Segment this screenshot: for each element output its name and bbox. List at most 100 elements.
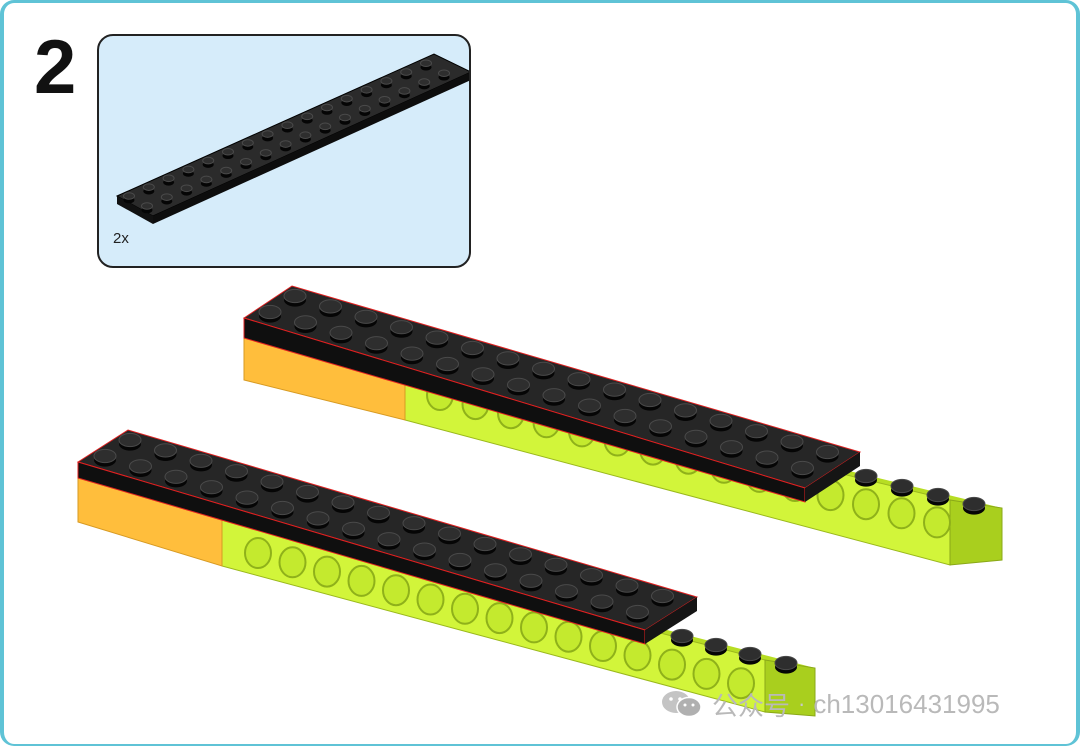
stud xyxy=(321,103,333,115)
stud xyxy=(367,505,390,524)
beam-hole xyxy=(244,537,272,569)
stud xyxy=(684,429,708,448)
watermark-account: ch13016431995 xyxy=(813,688,1000,719)
beam-hole xyxy=(520,611,548,644)
beam-hole xyxy=(658,648,686,681)
beam-hole xyxy=(382,574,410,607)
stud xyxy=(258,304,282,323)
stud xyxy=(791,460,814,479)
stud xyxy=(331,495,355,513)
beam-stud xyxy=(926,487,950,506)
watermark-separator: · xyxy=(798,691,806,716)
watermark-label: 公众号 xyxy=(712,690,791,721)
stud xyxy=(182,165,195,177)
stud xyxy=(154,443,177,461)
stud xyxy=(420,59,432,71)
stud xyxy=(438,69,450,81)
beam-hole xyxy=(623,639,652,672)
beam-hole xyxy=(923,506,951,539)
lower-plate-front xyxy=(77,461,646,645)
stud xyxy=(281,121,294,133)
stud xyxy=(816,444,839,463)
stud xyxy=(755,450,779,469)
lower-beam-end xyxy=(764,659,816,717)
stud xyxy=(235,490,259,509)
stud xyxy=(651,588,674,607)
stud xyxy=(418,78,431,90)
stud xyxy=(448,552,472,571)
stud xyxy=(402,516,426,534)
stud xyxy=(202,156,215,168)
stud xyxy=(354,309,378,328)
stud xyxy=(461,340,484,359)
stud xyxy=(400,346,424,365)
stud xyxy=(339,113,351,125)
beam-hole xyxy=(485,602,514,635)
stud xyxy=(306,511,330,530)
lower-assembly xyxy=(76,429,816,717)
lower-beam-studs xyxy=(670,628,798,674)
stud xyxy=(259,149,272,161)
lower-plate-end xyxy=(645,597,697,644)
beam-hole xyxy=(589,630,617,662)
stud xyxy=(519,573,543,592)
beam-hole xyxy=(887,497,916,530)
stud xyxy=(380,77,393,89)
stud xyxy=(580,568,603,586)
beam-stud xyxy=(854,468,878,487)
stud xyxy=(342,521,365,540)
beam-stud xyxy=(774,655,798,674)
stud xyxy=(615,578,639,597)
stud xyxy=(189,453,213,472)
stud xyxy=(241,139,254,151)
stud xyxy=(365,336,388,354)
stud xyxy=(260,474,284,493)
stud xyxy=(532,361,555,380)
beam-hole xyxy=(852,488,880,521)
stud xyxy=(780,434,804,453)
beam-stud xyxy=(890,478,914,497)
stud xyxy=(603,382,626,401)
beam-stud xyxy=(962,496,986,515)
stud xyxy=(649,419,672,437)
stud xyxy=(542,388,566,406)
stud xyxy=(400,68,413,80)
watermark: 公众号 · ch13016431995 xyxy=(660,686,1000,722)
beam-hole xyxy=(347,564,376,597)
stud xyxy=(471,367,495,385)
stud xyxy=(578,398,601,417)
stud xyxy=(299,131,312,143)
stud xyxy=(398,87,411,99)
plate-2x16-part-image xyxy=(115,53,469,224)
stud xyxy=(93,448,117,467)
stud xyxy=(279,140,292,152)
stud xyxy=(141,202,153,214)
stud xyxy=(283,288,307,307)
stud xyxy=(638,392,662,411)
beam-hole xyxy=(451,592,479,625)
stud xyxy=(123,192,135,204)
upper-plate-studs xyxy=(258,288,839,479)
stud xyxy=(129,459,152,477)
stud xyxy=(473,536,497,555)
beam-hole xyxy=(313,555,341,588)
stud xyxy=(390,320,413,338)
stud xyxy=(626,604,649,623)
wechat-icon xyxy=(662,691,702,718)
stud xyxy=(720,440,743,458)
lower-plate-studs xyxy=(93,432,674,623)
upper-beam-studs xyxy=(854,468,986,515)
stud xyxy=(340,94,353,106)
stud xyxy=(118,432,142,451)
lower-beam-holes xyxy=(244,537,755,700)
stud xyxy=(240,157,252,170)
beam-stud xyxy=(704,637,728,656)
stud xyxy=(319,299,342,317)
stud xyxy=(590,594,614,613)
beam-stud xyxy=(670,628,694,647)
stud xyxy=(425,330,449,349)
beam-hole xyxy=(554,620,583,653)
stud xyxy=(378,96,391,108)
stud xyxy=(507,377,530,396)
parts-callout: 2x xyxy=(97,34,471,268)
